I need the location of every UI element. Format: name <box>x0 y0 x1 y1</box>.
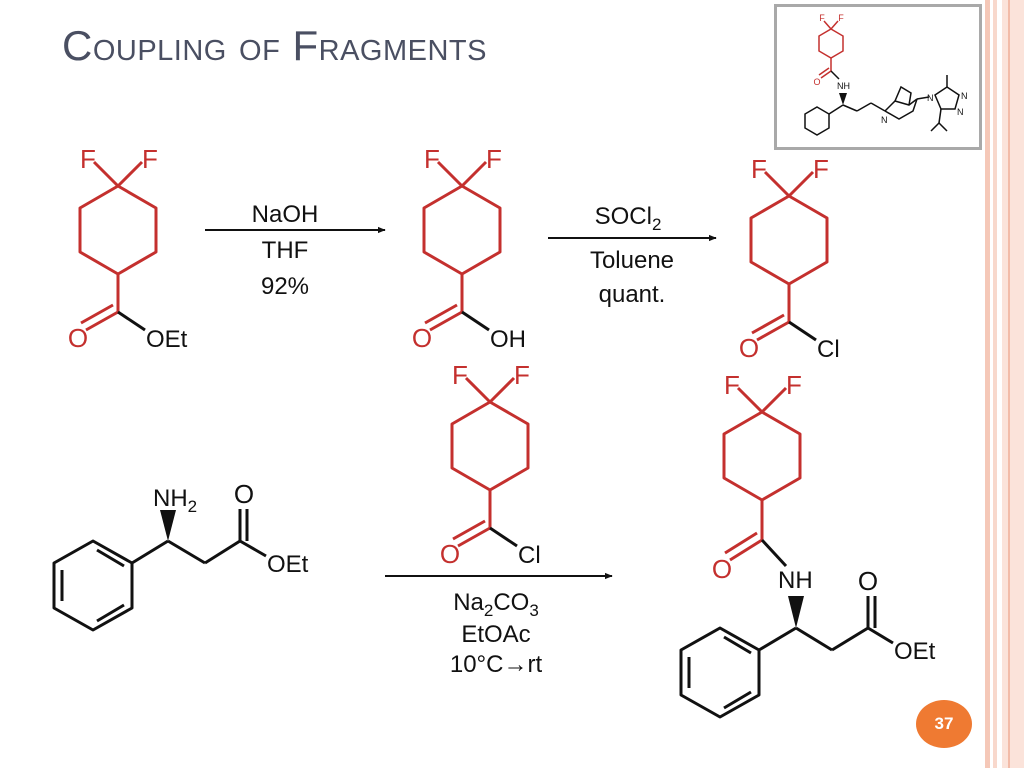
fluorine-label: F <box>514 360 530 390</box>
amide-product: F F O NH O OEt <box>679 370 936 719</box>
hydroxyl-label: OH <box>490 326 526 353</box>
fluorine-label: F <box>142 144 158 174</box>
acyl-chloride-reagent: F F O Cl <box>440 360 541 569</box>
solvent-label: THF <box>262 237 309 264</box>
fluorine-label: F <box>838 13 844 23</box>
wedge-bond <box>788 596 804 628</box>
right-rail-outer <box>985 0 990 768</box>
oxygen-label: O <box>712 554 732 584</box>
chloride-label: Cl <box>817 336 840 363</box>
ester-starting-material: F F O OEt <box>68 144 188 353</box>
fluorine-label: F <box>452 360 468 390</box>
oxygen-label: O <box>234 479 254 509</box>
target-molecule-structure: F F O NH N N N N <box>804 13 968 136</box>
oxygen-label: O <box>813 77 820 87</box>
yield-label: quant. <box>599 281 666 308</box>
oxygen-label: O <box>858 566 878 596</box>
fluorine-label: F <box>786 370 802 400</box>
amide-nh-label: NH <box>778 567 813 594</box>
right-rail-inner <box>993 0 997 768</box>
oxygen-label: O <box>440 539 460 569</box>
fluorine-label: F <box>724 370 740 400</box>
acid-chloride: F F O Cl <box>739 154 840 363</box>
base-label: Na2CO3 <box>453 589 539 620</box>
oxygen-label: O <box>68 323 88 353</box>
reagent-label: SOCl2 <box>595 203 662 234</box>
slide-number-badge: 37 <box>916 700 972 748</box>
oxygen-label: O <box>739 333 759 363</box>
nitrogen-label: N <box>961 91 968 101</box>
fluorine-label: F <box>486 144 502 174</box>
amino-ester <box>52 509 267 632</box>
fluorine-label: F <box>813 154 829 184</box>
fluorine-label: F <box>819 13 825 23</box>
ester-group-label: OEt <box>146 326 188 353</box>
fluorine-label: F <box>424 144 440 174</box>
ester-group-label: OEt <box>267 551 309 578</box>
yield-label: 92% <box>261 273 309 300</box>
carboxylic-acid: F F O OH <box>412 144 526 353</box>
target-molecule-thumbnail: F F O NH N N N N <box>774 4 982 150</box>
right-rail-band <box>1002 0 1024 768</box>
amide-nh-label: NH <box>837 81 850 91</box>
fluorine-label: F <box>80 144 96 174</box>
slide-title: Coupling of Fragments <box>62 22 487 69</box>
solvent-label: Toluene <box>590 247 674 274</box>
temperature-label: 10°C→rt <box>450 651 543 678</box>
ester-group-label: OEt <box>894 638 936 665</box>
nitrogen-label: N <box>957 107 964 117</box>
wedge-bond <box>160 510 176 541</box>
nitrogen-label: N <box>881 115 888 125</box>
solvent-label: EtOAc <box>461 621 530 648</box>
chloride-label: Cl <box>518 542 541 569</box>
reagent-label: NaOH <box>252 201 319 228</box>
right-rail-line <box>1008 0 1010 768</box>
amine-label: NH2 <box>153 485 197 516</box>
oxygen-label: O <box>412 323 432 353</box>
nitrogen-label: N <box>927 93 934 103</box>
fluorine-label: F <box>751 154 767 184</box>
